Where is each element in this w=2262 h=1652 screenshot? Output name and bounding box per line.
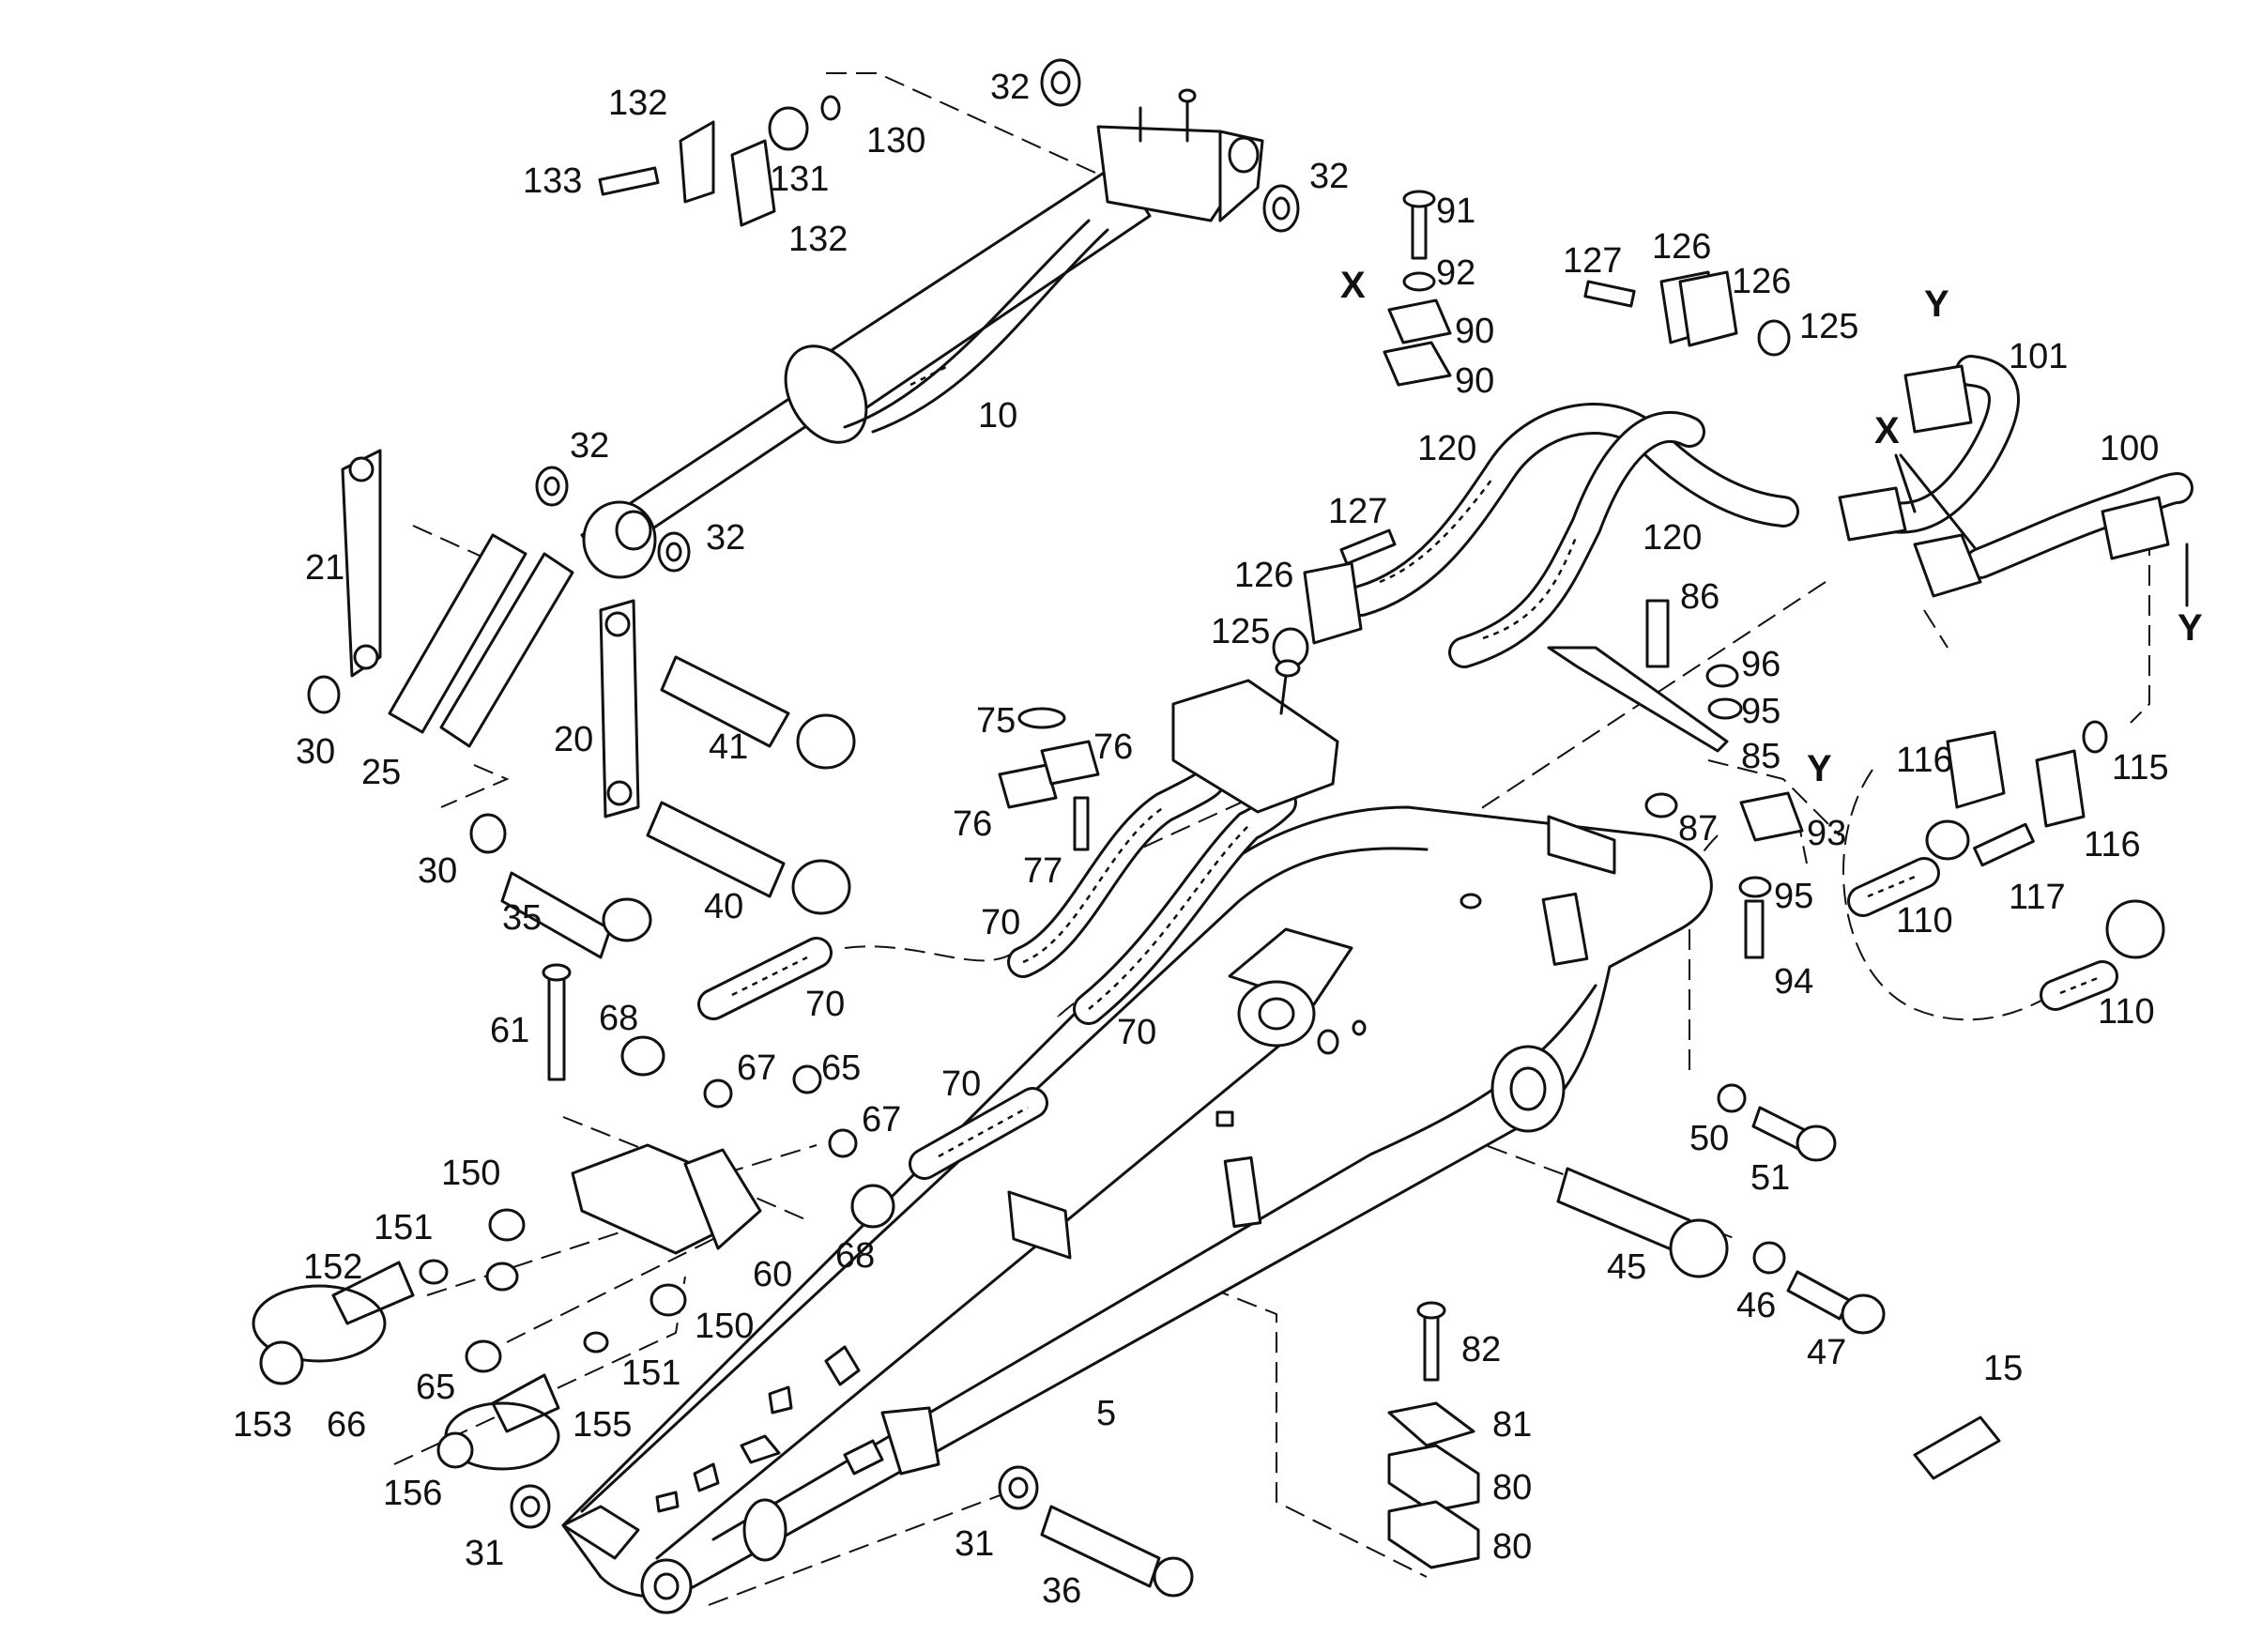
part-number-labels: 132 132 133 131 130 32 32 32 32 10 21 30…	[233, 68, 2169, 1611]
label-32: 32	[990, 68, 1030, 107]
marker-y: Y	[1924, 283, 1949, 325]
label-70: 70	[981, 903, 1020, 942]
label-156: 156	[383, 1474, 442, 1513]
marker-y: Y	[1807, 748, 1832, 789]
label-120: 120	[1417, 429, 1476, 468]
label-125: 125	[1211, 612, 1270, 651]
label-100: 100	[2100, 429, 2159, 468]
label-70: 70	[941, 1064, 981, 1104]
label-85: 85	[1741, 737, 1781, 776]
label-95: 95	[1741, 692, 1781, 731]
label-152: 152	[303, 1247, 362, 1287]
label-31: 31	[955, 1524, 994, 1564]
label-120: 120	[1643, 518, 1702, 558]
label-91: 91	[1436, 191, 1475, 231]
label-25: 25	[361, 753, 401, 792]
label-126: 126	[1732, 262, 1791, 301]
label-87: 87	[1678, 809, 1718, 849]
label-125: 125	[1799, 307, 1858, 346]
label-30: 30	[296, 732, 335, 772]
label-35: 35	[502, 898, 542, 938]
label-115: 115	[2112, 748, 2169, 788]
label-32: 32	[570, 426, 609, 466]
label-155: 155	[573, 1405, 632, 1445]
label-68: 68	[835, 1236, 875, 1276]
label-67: 67	[737, 1048, 776, 1088]
label-81: 81	[1492, 1405, 1532, 1445]
label-15: 15	[1983, 1349, 2023, 1388]
label-86: 86	[1680, 577, 1719, 617]
label-47: 47	[1807, 1333, 1846, 1372]
label-68: 68	[599, 999, 638, 1038]
label-101: 101	[2009, 337, 2068, 376]
label-131: 131	[770, 160, 829, 199]
label-126: 126	[1652, 227, 1711, 267]
label-65: 65	[821, 1048, 861, 1088]
marker-x: X	[1340, 265, 1366, 306]
label-130: 130	[866, 121, 925, 161]
label-116: 116	[1896, 741, 1953, 780]
label-117: 117	[2009, 878, 2066, 917]
label-76: 76	[953, 804, 992, 844]
label-94: 94	[1774, 962, 1813, 1002]
label-70: 70	[1117, 1013, 1156, 1052]
label-67: 67	[862, 1100, 901, 1140]
label-127: 127	[1328, 492, 1387, 531]
label-51: 51	[1750, 1158, 1790, 1198]
label-110: 110	[1896, 901, 1953, 941]
label-80: 80	[1492, 1527, 1532, 1567]
label-116: 116	[2084, 825, 2141, 864]
label-90: 90	[1455, 312, 1494, 351]
label-40: 40	[704, 887, 743, 926]
label-132: 132	[608, 84, 667, 123]
small-parts	[252, 58, 2170, 1598]
label-41: 41	[709, 727, 748, 767]
label-153: 153	[233, 1405, 292, 1445]
marker-y: Y	[2178, 607, 2203, 649]
label-80: 80	[1492, 1468, 1532, 1507]
label-70: 70	[805, 985, 845, 1024]
label-133: 133	[523, 161, 582, 201]
label-45: 45	[1607, 1247, 1646, 1287]
label-132: 132	[788, 220, 848, 259]
label-32: 32	[706, 518, 745, 558]
label-30: 30	[418, 851, 457, 891]
boom-arm	[561, 805, 1713, 1614]
label-90: 90	[1455, 361, 1494, 401]
label-31: 31	[465, 1534, 504, 1573]
label-76: 76	[1093, 727, 1133, 767]
label-21: 21	[305, 548, 344, 588]
label-110: 110	[2098, 992, 2155, 1032]
label-61: 61	[490, 1011, 529, 1050]
marker-x: X	[1874, 410, 1900, 451]
label-96: 96	[1741, 645, 1781, 684]
label-66: 66	[327, 1405, 366, 1445]
label-127: 127	[1563, 241, 1622, 281]
label-65: 65	[416, 1368, 455, 1407]
label-92: 92	[1436, 253, 1475, 293]
label-82: 82	[1461, 1330, 1501, 1369]
label-32: 32	[1309, 157, 1349, 196]
label-5: 5	[1096, 1394, 1116, 1433]
label-50: 50	[1689, 1119, 1729, 1158]
hydraulic-cylinder	[580, 88, 1264, 579]
label-60: 60	[753, 1255, 792, 1294]
label-10: 10	[978, 396, 1017, 436]
label-20: 20	[554, 720, 593, 759]
label-93: 93	[1807, 814, 1846, 853]
section-markers: X X Y Y Y	[1340, 265, 2203, 789]
label-95: 95	[1774, 877, 1813, 916]
hoses	[697, 403, 2118, 1180]
label-151: 151	[374, 1208, 433, 1247]
label-150: 150	[441, 1154, 500, 1193]
label-36: 36	[1042, 1571, 1081, 1611]
label-126: 126	[1234, 556, 1293, 595]
label-75: 75	[976, 701, 1016, 741]
label-46: 46	[1736, 1286, 1776, 1325]
label-77: 77	[1023, 851, 1062, 891]
label-150: 150	[695, 1307, 754, 1346]
label-151: 151	[621, 1354, 680, 1393]
